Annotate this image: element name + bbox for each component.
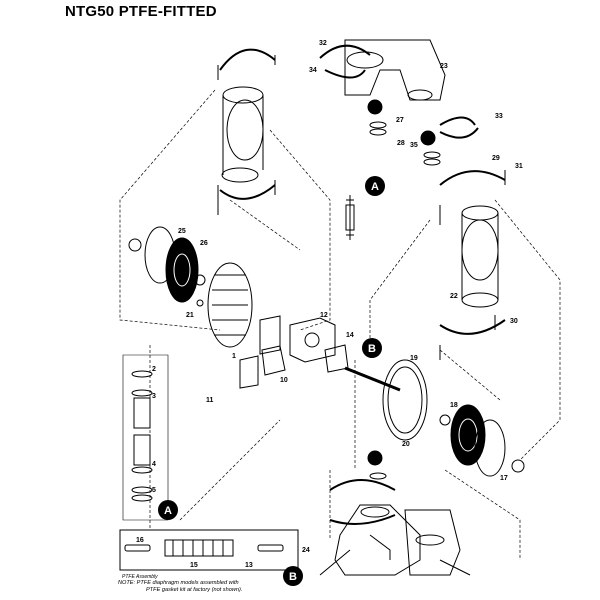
part-30: 30 <box>510 318 518 325</box>
ptfe-assembly-label: PTFE Assembly <box>122 574 158 580</box>
part-4: 4 <box>152 461 156 468</box>
part-3: 3 <box>152 393 156 400</box>
part-5: 5 <box>152 487 156 494</box>
detail-a-parts <box>122 354 169 521</box>
part-18: 18 <box>450 402 458 409</box>
part-1: 1 <box>232 353 236 360</box>
page-title: NTG50 PTFE-FITTED <box>65 3 217 20</box>
part-31: 31 <box>515 163 523 170</box>
detail-b-label: B <box>368 343 376 355</box>
part-34: 34 <box>309 67 317 74</box>
center-block <box>239 315 349 389</box>
detail-marker-a-box: A <box>158 500 178 520</box>
part-35: 35 <box>410 142 418 149</box>
detail-a-box-label: A <box>164 505 172 517</box>
left-diaphragm-assembly <box>128 226 253 348</box>
detail-marker-b-top: B <box>362 338 382 358</box>
detail-marker-b-box: B <box>283 566 303 586</box>
left-manifold-elbow <box>217 48 276 215</box>
part-2: 2 <box>152 366 156 373</box>
detail-b-box-label: B <box>289 571 297 583</box>
part-16: 16 <box>136 537 144 544</box>
assembly-note: NOTE: PTFE diaphragm models assembled wi… <box>118 580 298 594</box>
part-12: 12 <box>320 312 328 319</box>
part-10: 10 <box>280 377 288 384</box>
part-28: 28 <box>397 140 405 147</box>
detail-marker-a-top: A <box>365 176 385 196</box>
part-20: 20 <box>402 441 410 448</box>
inlet-manifold <box>319 450 471 576</box>
part-23: 23 <box>440 63 448 70</box>
part-29: 29 <box>492 155 500 162</box>
part-13: 13 <box>245 562 253 569</box>
part-33: 33 <box>495 113 503 120</box>
ptfe-assembly-box <box>119 529 299 571</box>
part-11: 11 <box>206 397 214 404</box>
pilot-spool <box>346 195 354 240</box>
part-15: 15 <box>190 562 198 569</box>
detail-a-label: A <box>371 181 379 193</box>
part-callouts: 2 3 4 5 1 10 11 12 13 14 15 16 17 18 19 … <box>136 40 523 569</box>
part-24: 24 <box>302 547 310 554</box>
note-line-2: PTFE gasket kit at factory (not shown). <box>146 587 243 593</box>
check-ball-upper-right <box>420 130 436 146</box>
part-32: 32 <box>319 40 327 47</box>
part-19: 19 <box>410 355 418 362</box>
part-21: 21 <box>186 312 194 319</box>
right-manifold-elbow <box>439 170 506 360</box>
part-17: 17 <box>500 475 508 482</box>
part-26: 26 <box>200 240 208 247</box>
check-ball-upper-left <box>367 99 383 115</box>
discharge-manifold <box>319 39 479 139</box>
part-22: 22 <box>450 293 458 300</box>
part-27: 27 <box>396 117 404 124</box>
note-line-1: NOTE: PTFE diaphragm models assembled wi… <box>118 580 239 586</box>
diaphragm-shaft <box>344 366 401 392</box>
right-diaphragm-assembly <box>382 359 525 477</box>
part-14: 14 <box>346 332 354 339</box>
part-25: 25 <box>178 228 186 235</box>
